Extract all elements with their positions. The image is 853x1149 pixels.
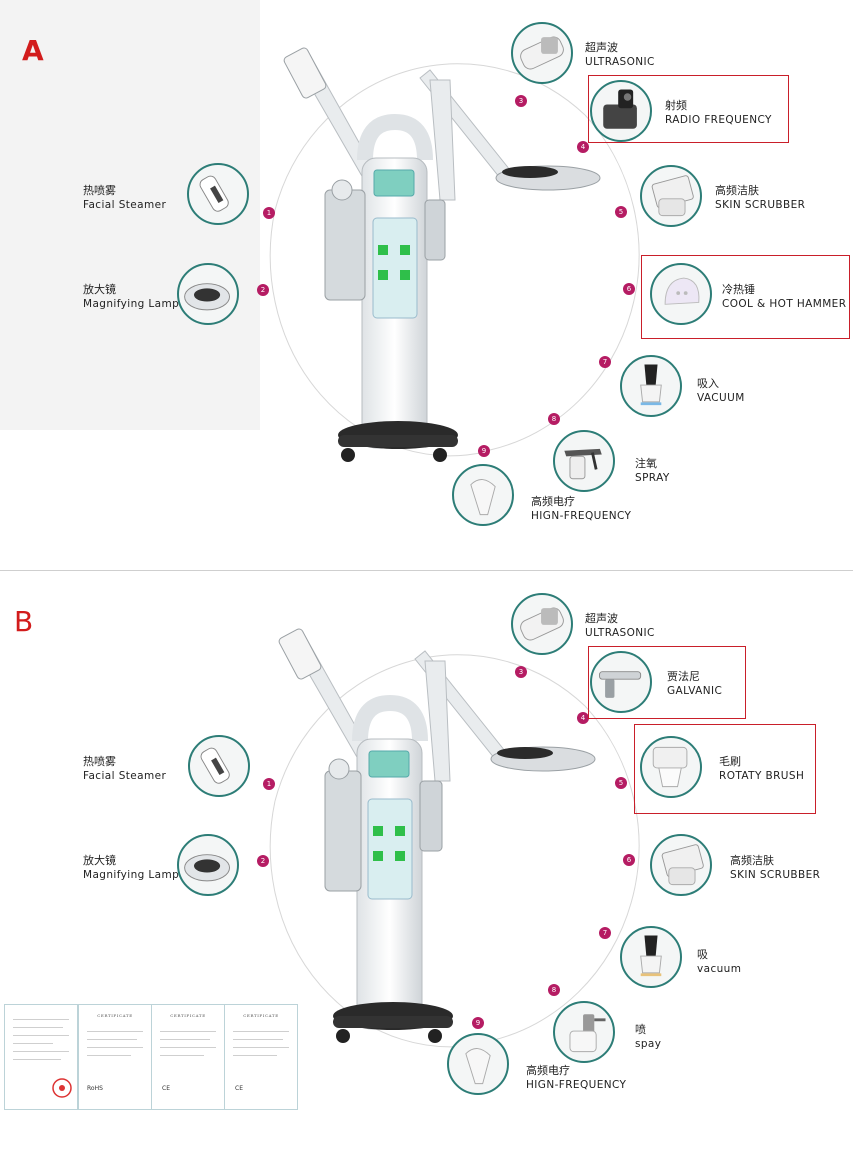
number-badge-3: 3 [515,666,527,678]
high-frequency-thumbnail [447,1033,509,1095]
radio-frequency-thumbnail [590,80,652,142]
number-badge-1: 1 [263,778,275,790]
high-frequency-thumbnail [452,464,514,526]
number-badge-6: 6 [623,854,635,866]
highlight-box-rotary-brush [634,724,816,814]
galvanic-thumbnail [590,651,652,713]
beauty-machine-a [283,47,601,462]
rohs-mark: RoHS [87,1085,103,1092]
beauty-machine-b [278,628,596,1043]
number-badge-8: 8 [548,413,560,425]
certificate-document-4: CERTIFICATE CE [224,1004,298,1110]
number-badge-4: 4 [577,712,589,724]
red-seal-icon [52,1078,72,1098]
number-badge-9: 9 [478,445,490,457]
number-badge-7: 7 [599,356,611,368]
skin-scrubber-thumbnail [640,165,702,227]
cool-hot-hammer-thumbnail [650,263,712,325]
ce-mark: CE [162,1085,170,1092]
certificate-document-2: CERTIFICATE RoHS [78,1004,152,1110]
panel-b-guide-arc [269,654,640,1048]
highlight-box-radio-frequency [588,75,789,143]
number-badge-9: 9 [472,1017,484,1029]
vacuum-thumbnail [620,355,682,417]
number-badge-7: 7 [599,927,611,939]
vacuum-thumbnail [620,926,682,988]
number-badge-8: 8 [548,984,560,996]
highlight-box-galvanic [588,646,746,719]
facial-steamer-thumbnail [188,735,250,797]
highlight-box-cool-hot-hammer [641,255,850,339]
panel-a-letter: A [22,34,44,67]
number-badge-2: 2 [257,855,269,867]
magnifying-lamp-thumbnail [177,263,239,325]
spray-thumbnail [553,430,615,492]
rotary-brush-thumbnail [640,736,702,798]
number-badge-3: 3 [515,95,527,107]
ultrasonic-thumbnail [511,22,573,84]
skin-scrubber-thumbnail [650,834,712,896]
ce-mark: CE [235,1085,243,1092]
facial-steamer-thumbnail [187,163,249,225]
certificate-document-3: CERTIFICATE CE [151,1004,225,1110]
number-badge-2: 2 [257,284,269,296]
number-badge-1: 1 [263,207,275,219]
number-badge-5: 5 [615,206,627,218]
number-badge-5: 5 [615,777,627,789]
panel-b-letter: B [14,605,34,638]
number-badge-6: 6 [623,283,635,295]
panel-separator [0,542,853,570]
number-badge-4: 4 [577,141,589,153]
ultrasonic-thumbnail [511,593,573,655]
spray-thumbnail [553,1001,615,1063]
certificate-document-1 [4,1004,78,1110]
magnifying-lamp-thumbnail [177,834,239,896]
